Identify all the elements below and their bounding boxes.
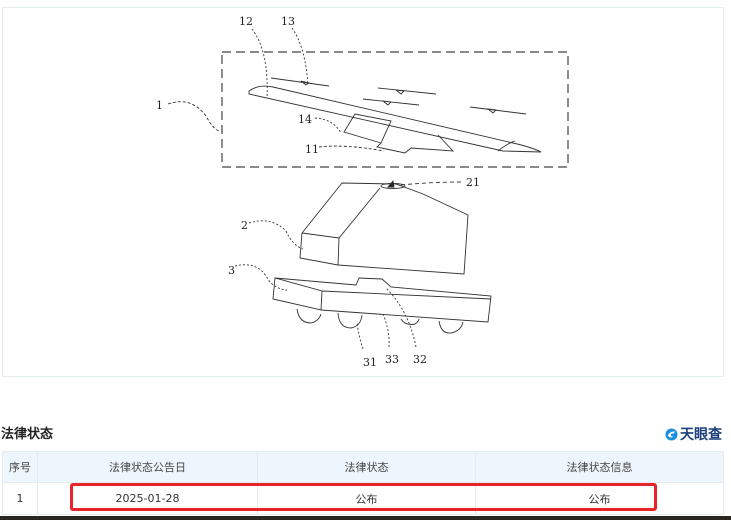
patent-drawing: 12 13 1 14 11 21 2 3 31 33 32 <box>156 15 569 369</box>
label-32: 32 <box>413 353 427 366</box>
cell-status: 公布 <box>257 482 476 515</box>
header-index: 序号 <box>2 451 38 483</box>
label-14: 14 <box>298 113 312 126</box>
brand-logo: 天眼查 <box>665 424 722 444</box>
label-3: 3 <box>228 264 235 277</box>
label-31: 31 <box>363 356 377 369</box>
label-33: 33 <box>385 353 399 366</box>
label-21: 21 <box>466 176 480 189</box>
bottom-edge-bar <box>0 516 731 520</box>
patent-drawing-frame: 12 13 1 14 11 21 2 3 31 33 32 <box>2 7 724 377</box>
label-2: 2 <box>241 219 248 232</box>
table-row: 1 2025-01-28 公布 公布 <box>2 482 724 515</box>
label-1: 1 <box>156 99 163 112</box>
label-13: 13 <box>281 15 295 28</box>
label-12: 12 <box>239 15 253 28</box>
label-11: 11 <box>305 143 319 156</box>
brand-name: 天眼查 <box>680 427 722 443</box>
header-legal-status-info: 法律状态信息 <box>475 451 724 483</box>
cell-info: 公布 <box>475 482 724 515</box>
section-title-legal-status: 法律状态 <box>1 427 54 442</box>
table-header-row: 序号 法律状态公告日 法律状态 法律状态信息 <box>2 451 724 483</box>
header-announcement-date: 法律状态公告日 <box>37 451 258 483</box>
header-legal-status: 法律状态 <box>257 451 476 483</box>
cell-index: 1 <box>2 482 38 515</box>
tianyancha-logo-icon <box>665 427 678 441</box>
legal-status-table: 序号 法律状态公告日 法律状态 法律状态信息 1 2025-01-28 公布 公… <box>2 451 724 515</box>
cell-date: 2025-01-28 <box>37 482 258 515</box>
